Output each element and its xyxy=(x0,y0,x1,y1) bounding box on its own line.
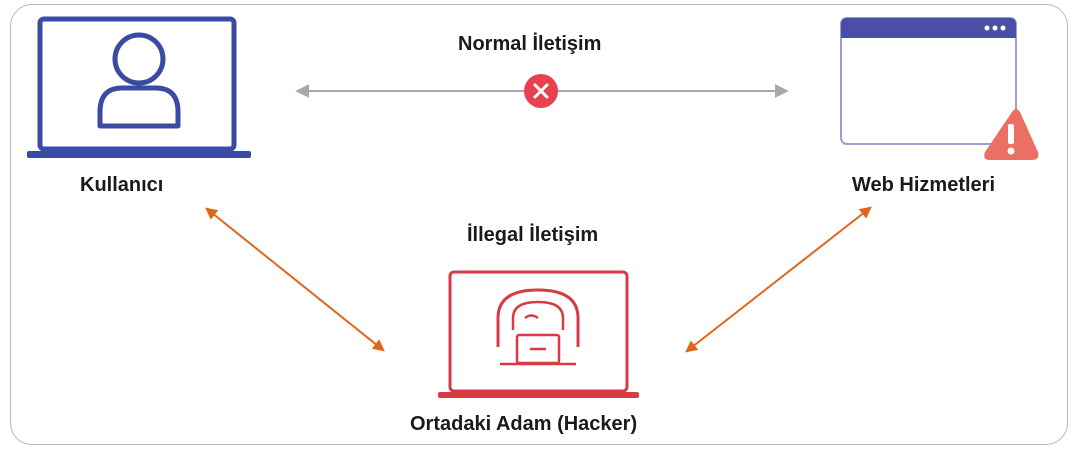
illegal-arrow-user xyxy=(205,207,385,352)
close-circle-icon xyxy=(524,74,558,108)
browser-window-icon xyxy=(840,17,1017,145)
normal-communication-label: Normal İletişim xyxy=(458,33,602,55)
user-avatar-icon xyxy=(97,32,181,129)
illegal-arrow-web xyxy=(685,206,872,353)
user-label: Kullanıcı xyxy=(80,174,164,196)
warning-triangle-icon xyxy=(984,109,1039,160)
web-services-label: Web Hizmetleri xyxy=(852,174,995,196)
hooded-hacker-icon xyxy=(496,288,580,366)
man-in-the-middle-label: Ortadaki Adam (Hacker) xyxy=(410,413,638,435)
laptop-user-icon xyxy=(27,16,251,158)
laptop-hacker-icon xyxy=(438,270,639,398)
diagram-frame xyxy=(10,4,1068,445)
illegal-communication-label: İllegal İletişim xyxy=(467,224,599,246)
